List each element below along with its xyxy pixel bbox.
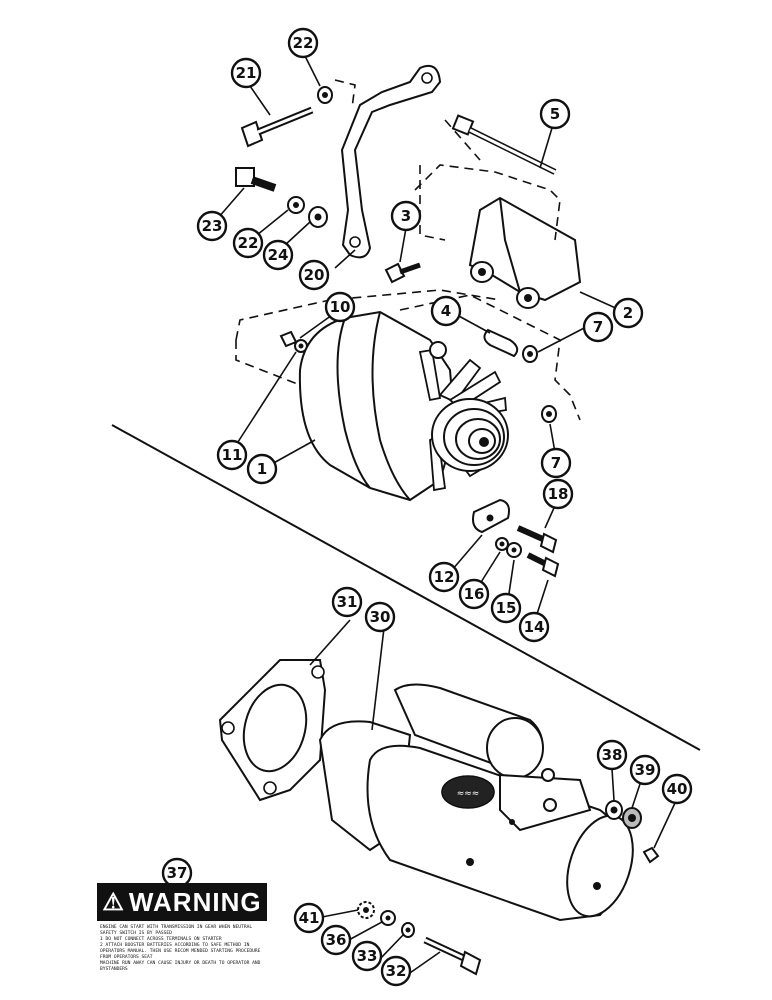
- callout-11: 11: [216, 439, 248, 471]
- svg-text:18: 18: [548, 485, 569, 503]
- svg-text:23: 23: [202, 217, 223, 235]
- callout-36: 36: [320, 924, 352, 956]
- callout-22-mid: 22: [232, 227, 264, 259]
- callout-7-lower: 7: [540, 447, 572, 479]
- callout-10: 10: [324, 291, 356, 323]
- svg-text:≈≈≈: ≈≈≈: [457, 789, 480, 799]
- svg-text:2: 2: [623, 304, 633, 322]
- callout-32: 32: [380, 955, 412, 987]
- svg-text:30: 30: [370, 608, 391, 626]
- spacer-sleeve: [483, 328, 557, 423]
- svg-text:41: 41: [299, 909, 320, 927]
- svg-text:10: 10: [330, 298, 351, 316]
- gasket: [218, 659, 327, 802]
- callout-5: 5: [539, 98, 571, 130]
- svg-text:4: 4: [441, 302, 451, 320]
- callout-16: 16: [458, 578, 490, 610]
- svg-text:24: 24: [268, 246, 289, 264]
- svg-text:21: 21: [236, 64, 257, 82]
- svg-text:20: 20: [304, 266, 325, 284]
- callout-38: 38: [596, 739, 628, 771]
- svg-text:31: 31: [337, 593, 358, 611]
- warning-triangle-icon: ⚠: [102, 888, 125, 916]
- nut-and-lockwasher: [279, 330, 308, 353]
- callout-18: 18: [542, 478, 574, 510]
- callout-21: 21: [230, 57, 262, 89]
- callout-23: 23: [196, 210, 228, 242]
- callout-30: 30: [364, 601, 396, 633]
- svg-text:15: 15: [496, 599, 517, 617]
- callout-24: 24: [262, 239, 294, 271]
- svg-text:16: 16: [464, 585, 485, 603]
- section-divider-line: [111, 424, 701, 751]
- svg-text:5: 5: [550, 105, 560, 123]
- svg-text:37: 37: [167, 864, 188, 882]
- svg-text:14: 14: [524, 618, 545, 636]
- svg-text:40: 40: [667, 780, 688, 798]
- warning-decal: ⚠ WARNING ENGINE CAN START WITH TRANSMIS…: [97, 883, 267, 988]
- callout-14: 14: [518, 611, 550, 643]
- mounting-hardware-lower: [357, 901, 482, 976]
- svg-text:38: 38: [602, 746, 623, 764]
- callout-3: 3: [390, 200, 422, 232]
- callout-12: 12: [428, 561, 460, 593]
- svg-text:7: 7: [551, 454, 561, 472]
- bolt-and-washer-upper: [240, 86, 333, 148]
- small-bolt: [384, 262, 421, 284]
- callout-1: 1: [246, 453, 278, 485]
- callout-31: 31: [331, 586, 363, 618]
- callout-39: 39: [629, 754, 661, 786]
- svg-text:39: 39: [635, 761, 656, 779]
- callout-41: 41: [293, 902, 325, 934]
- callout-15: 15: [490, 592, 522, 624]
- svg-text:11: 11: [222, 446, 243, 464]
- assembly-line-21: [334, 79, 356, 109]
- callout-37: 37: [161, 857, 193, 889]
- svg-text:32: 32: [386, 962, 407, 980]
- svg-text:12: 12: [434, 568, 455, 586]
- svg-text:22: 22: [238, 234, 259, 252]
- warning-heading-text: WARNING: [128, 886, 262, 917]
- capscrew-and-washers: [235, 167, 328, 228]
- adjusting-link: [472, 498, 560, 578]
- alternator: [298, 310, 509, 502]
- callout-22-top: 22: [287, 27, 319, 59]
- svg-text:36: 36: [326, 931, 347, 949]
- svg-text:7: 7: [593, 318, 603, 336]
- callout-33: 33: [351, 940, 383, 972]
- svg-text:3: 3: [401, 207, 411, 225]
- svg-text:33: 33: [357, 947, 378, 965]
- warning-decal-body: ENGINE CAN START WITH TRANSMISSION IN GE…: [100, 925, 261, 972]
- starter-motor: ≈≈≈: [318, 683, 634, 922]
- svg-text:1: 1: [257, 460, 267, 478]
- mounting-bracket: [468, 196, 582, 309]
- callout-20: 20: [298, 259, 330, 291]
- callout-7-upper: 7: [582, 311, 614, 343]
- adjusting-strap: [340, 64, 442, 259]
- callout-2: 2: [612, 297, 644, 329]
- callout-40: 40: [661, 773, 693, 805]
- svg-text:22: 22: [293, 34, 314, 52]
- warning-decal-heading: ⚠ WARNING: [97, 883, 267, 921]
- callout-4: 4: [430, 295, 462, 327]
- assembly-line-bracket: [414, 119, 561, 241]
